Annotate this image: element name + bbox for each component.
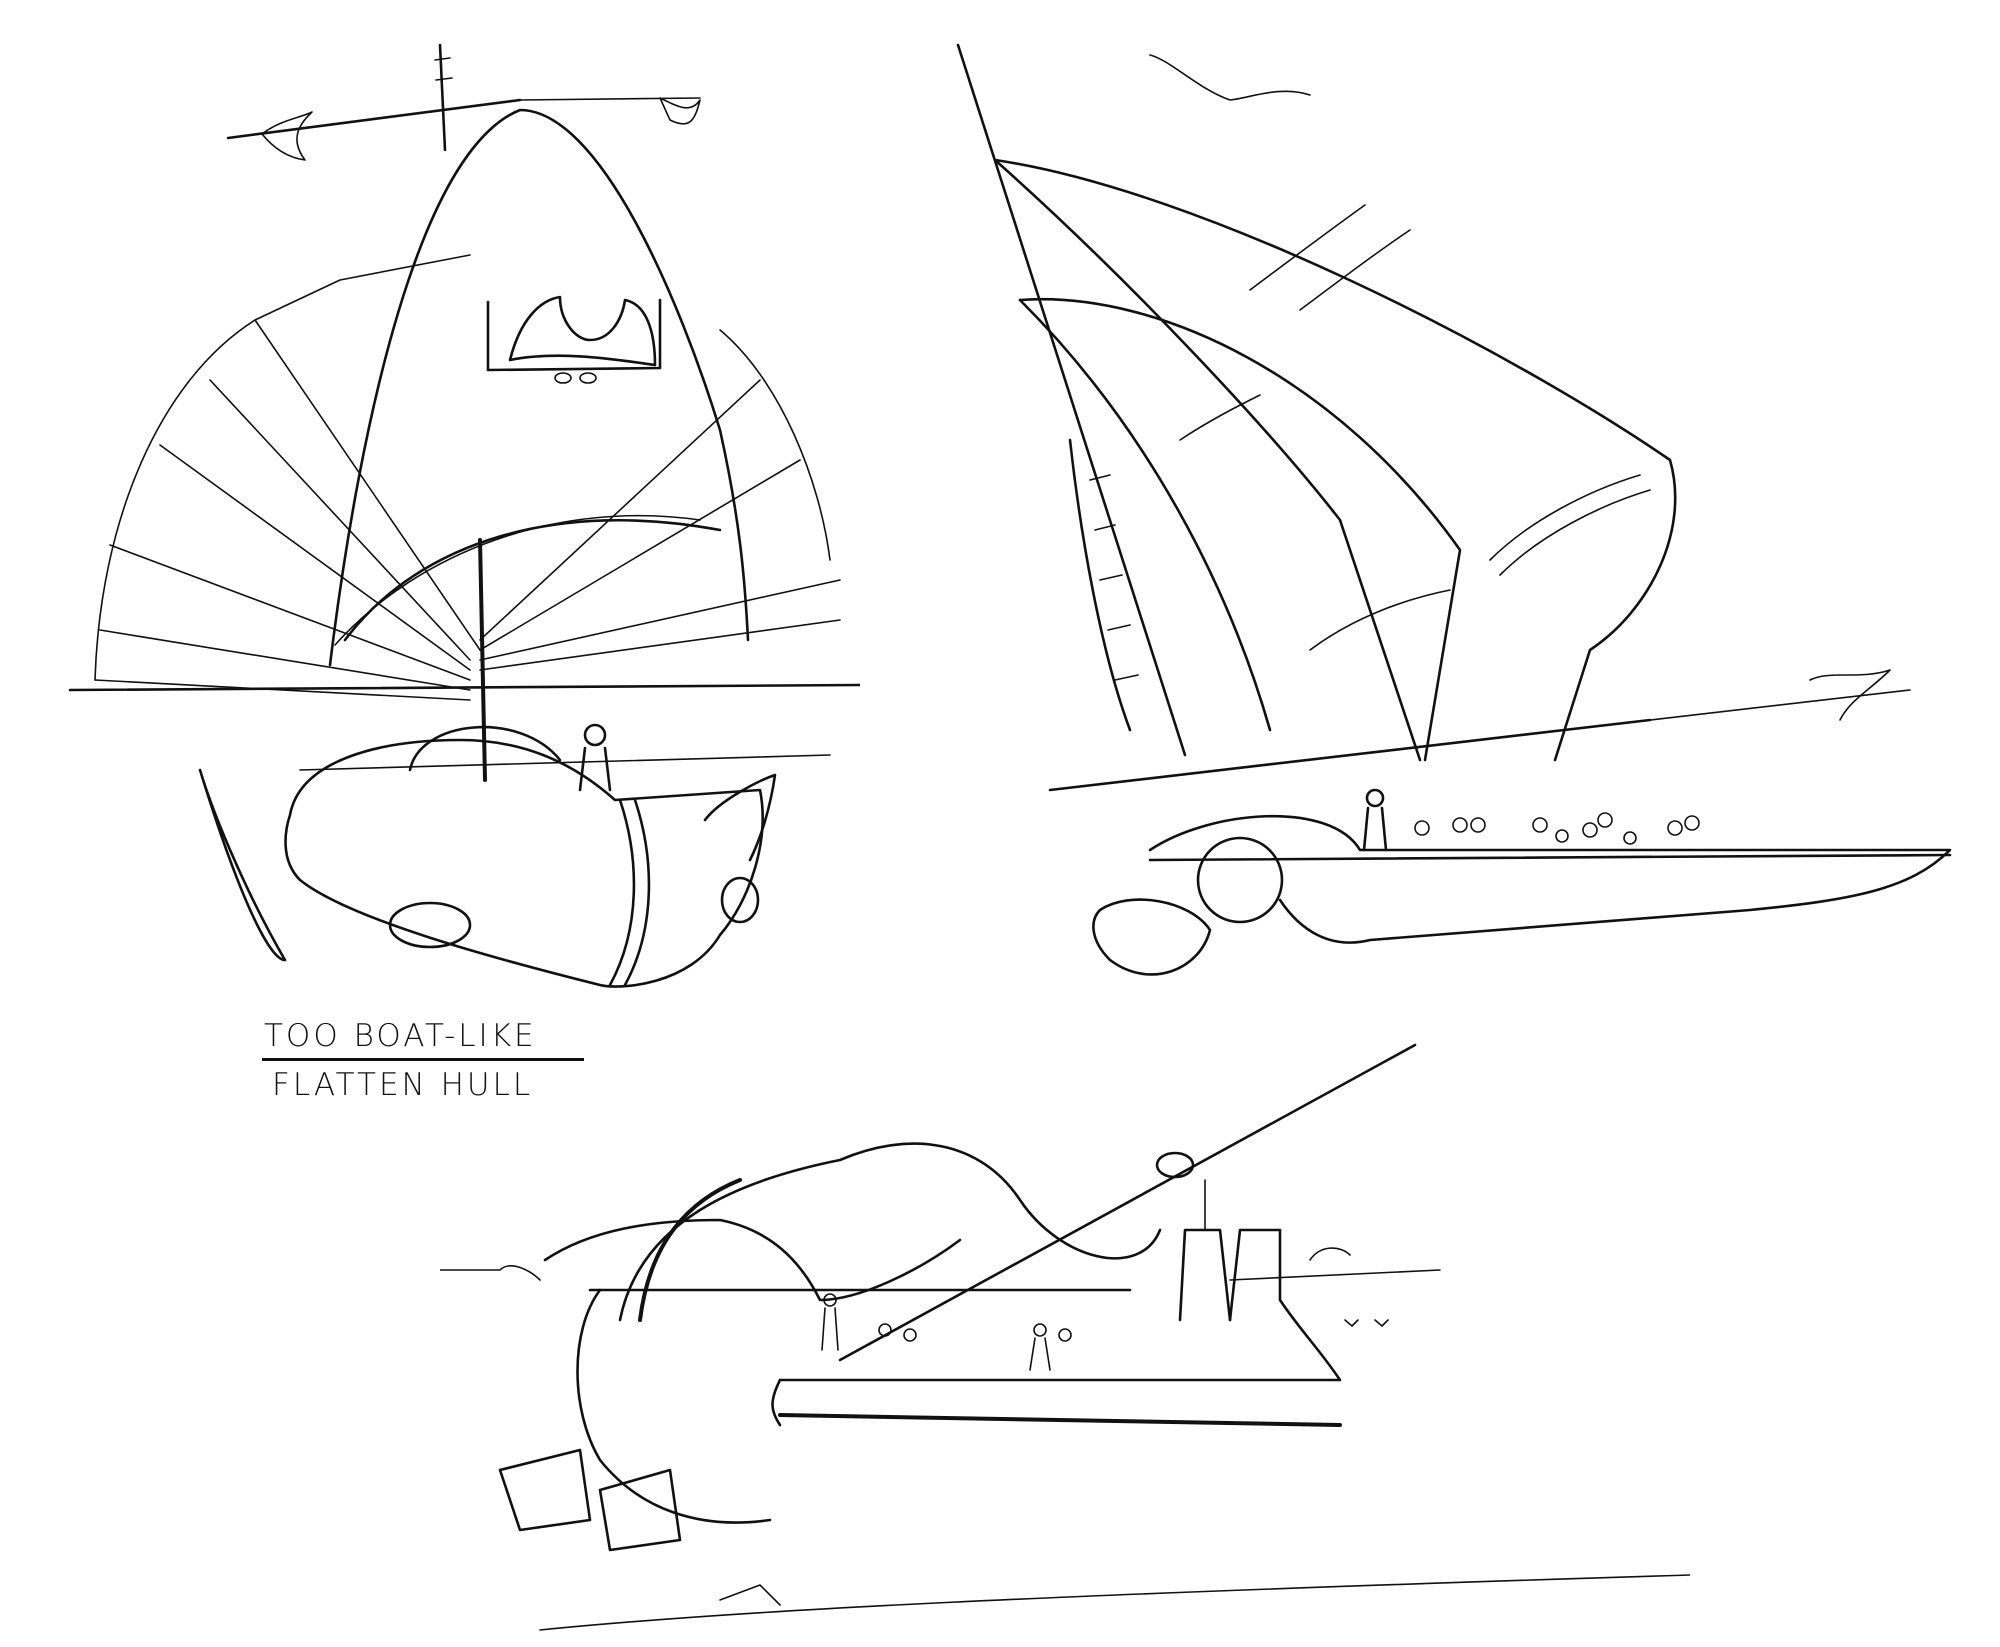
person-icon [583,723,607,747]
front-view-drawing [68,43,860,988]
side-view-sketch [950,30,2000,980]
hull [284,738,764,988]
perspective-view-sketch [440,1030,1690,1647]
birds-icon [1344,1319,1389,1327]
flag-top-icon [1149,54,1311,101]
flag-right-icon [659,97,701,125]
side-view-drawing [956,43,1952,976]
flag-right-icon [1809,669,1891,721]
annotation-divider [262,1058,584,1061]
handwritten-annotation: TOO BOAT-LIKE FLATTEN HULL [258,1018,588,1103]
passengers [821,1293,1072,1371]
sail-emblem-icon [486,295,662,384]
hull [1148,814,1952,944]
annotation-line-2: FLATTEN HULL [272,1067,534,1103]
annotation-line-1: TOO BOAT-LIKE [264,1018,537,1054]
front-view-sketch [0,0,860,1000]
person-icon [1365,788,1385,808]
passengers [1414,812,1700,845]
perspective-view-drawing [440,1043,1690,1631]
flag-left-icon [261,111,313,161]
